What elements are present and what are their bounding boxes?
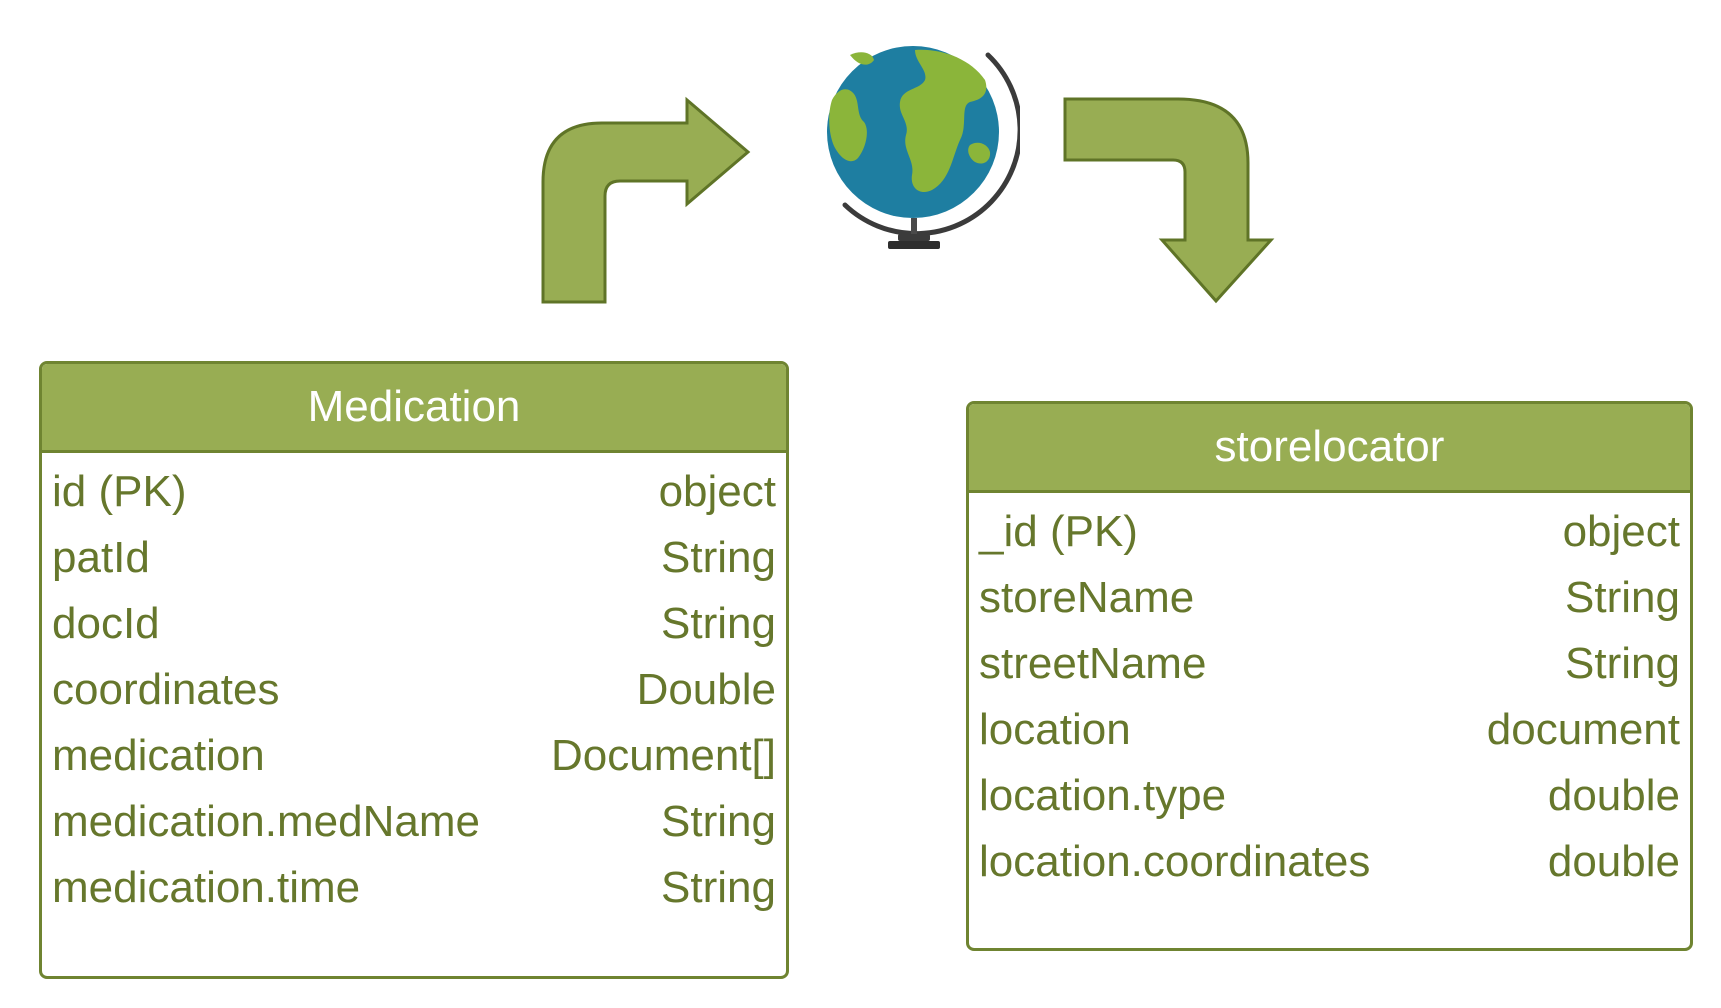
curved-arrow-up-right-icon — [541, 96, 751, 304]
field-name: _id (PK) — [979, 507, 1138, 556]
table-row: id (PK) object — [52, 459, 776, 525]
field-name: location — [979, 705, 1131, 754]
field-type: double — [1547, 771, 1680, 820]
field-type: document — [1486, 705, 1680, 754]
field-type: Double — [636, 665, 776, 714]
field-name: location.coordinates — [979, 837, 1371, 886]
field-name: streetName — [979, 639, 1207, 688]
field-name: storeName — [979, 573, 1195, 622]
field-type: double — [1547, 837, 1680, 886]
field-type: String — [661, 533, 776, 582]
table-row: location.coordinates double — [979, 829, 1680, 895]
storelocator-table: storelocator _id (PK) object storeName S… — [966, 401, 1693, 951]
storelocator-field-list: _id (PK) object storeName String streetN… — [969, 493, 1690, 895]
table-row: location document — [979, 697, 1680, 763]
medication-table-title: Medication — [42, 364, 786, 453]
field-name: medication.medName — [52, 797, 480, 846]
field-name: medication — [52, 731, 265, 780]
field-name: medication.time — [52, 863, 361, 912]
field-name: patId — [52, 533, 150, 582]
table-row: storeName String — [979, 565, 1680, 631]
table-row: _id (PK) object — [979, 499, 1680, 565]
table-row: docId String — [52, 591, 776, 657]
field-name: id (PK) — [52, 467, 187, 516]
field-type: object — [1562, 507, 1680, 556]
field-name: coordinates — [52, 665, 280, 714]
curved-arrow-right-down-icon — [1063, 97, 1275, 304]
table-row: medication Document[] — [52, 723, 776, 789]
table-row: location.type double — [979, 763, 1680, 829]
table-row: medication.time String — [52, 855, 776, 921]
medication-field-list: id (PK) object patId String docId String… — [42, 453, 786, 921]
field-type: String — [661, 797, 776, 846]
medication-table: Medication id (PK) object patId String d… — [39, 361, 789, 979]
storelocator-table-title: storelocator — [969, 404, 1690, 493]
globe-icon — [827, 46, 1020, 249]
field-type: String — [1565, 573, 1680, 622]
table-row: medication.medName String — [52, 789, 776, 855]
field-type: object — [658, 467, 776, 516]
field-type: Document[] — [551, 731, 776, 780]
table-row: patId String — [52, 525, 776, 591]
field-name: docId — [52, 599, 160, 648]
field-type: String — [661, 863, 776, 912]
field-type: String — [1565, 639, 1680, 688]
table-row: streetName String — [979, 631, 1680, 697]
table-row: coordinates Double — [52, 657, 776, 723]
field-name: location.type — [979, 771, 1227, 820]
field-type: String — [661, 599, 776, 648]
